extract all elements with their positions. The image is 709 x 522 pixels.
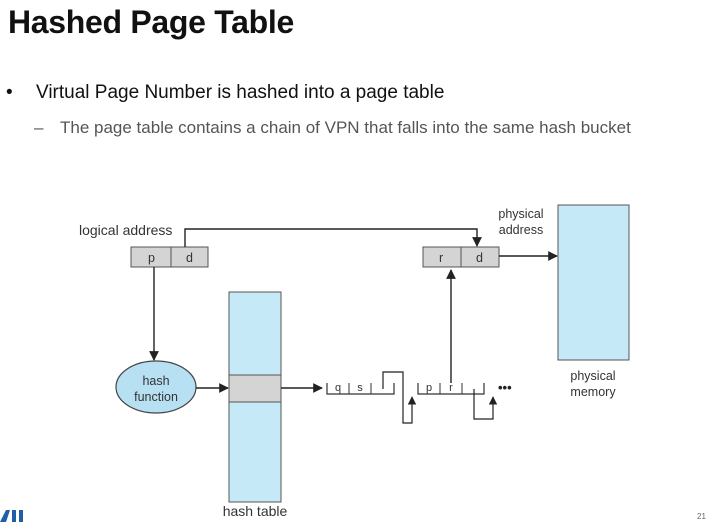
logical-address-label: logical address <box>79 222 172 238</box>
hash-function-label-line2: function <box>134 390 178 404</box>
logical-d-label: d <box>186 251 193 265</box>
physical-memory-label-line1: physical <box>570 369 615 383</box>
physical-address-label-line2: address <box>499 223 543 237</box>
physical-d-box <box>460 246 500 268</box>
hash-function-ellipse <box>115 360 197 414</box>
chain-node-pr: p r <box>417 382 485 395</box>
physical-memory <box>557 204 630 361</box>
chain-node-qs: q s <box>326 382 395 395</box>
chain-node1-key: q <box>335 382 341 394</box>
subbullet-marker: – <box>34 118 44 137</box>
institution-logo <box>0 506 26 522</box>
chain-node2-key: p <box>426 382 432 394</box>
slide-title: Hashed Page Table <box>8 4 294 40</box>
logical-d-box <box>170 246 209 268</box>
chain-node1-value: s <box>357 382 363 394</box>
chain-ellipsis: ••• <box>498 380 512 395</box>
bullet-item: • Virtual Page Number is hashed into a pa… <box>6 82 444 104</box>
physical-memory-label-line2: memory <box>570 385 616 399</box>
logo-mark <box>0 510 23 522</box>
subbullet-item: –The page table contains a chain of VPN … <box>34 118 631 138</box>
logical-p-label: p <box>148 251 155 265</box>
chain-node2-value: r <box>449 382 453 394</box>
page-number: 21 <box>697 512 706 521</box>
physical-r-label: r <box>439 251 443 265</box>
physical-d-label: d <box>476 251 483 265</box>
physical-address-label-line1: physical <box>498 207 543 221</box>
subbullet-text: The page table contains a chain of VPN t… <box>60 118 631 137</box>
offset-copy-arrow <box>184 228 482 247</box>
hash-table-bucket <box>228 374 282 403</box>
hash-table-label: hash table <box>223 503 288 519</box>
hash-function-label-line1: hash <box>142 374 169 388</box>
bullet-marker: • <box>6 82 13 103</box>
bullet-text: Virtual Page Number is hashed into a pag… <box>36 82 445 103</box>
chain-link-2 <box>473 389 498 420</box>
chain-link-1 <box>382 371 417 424</box>
